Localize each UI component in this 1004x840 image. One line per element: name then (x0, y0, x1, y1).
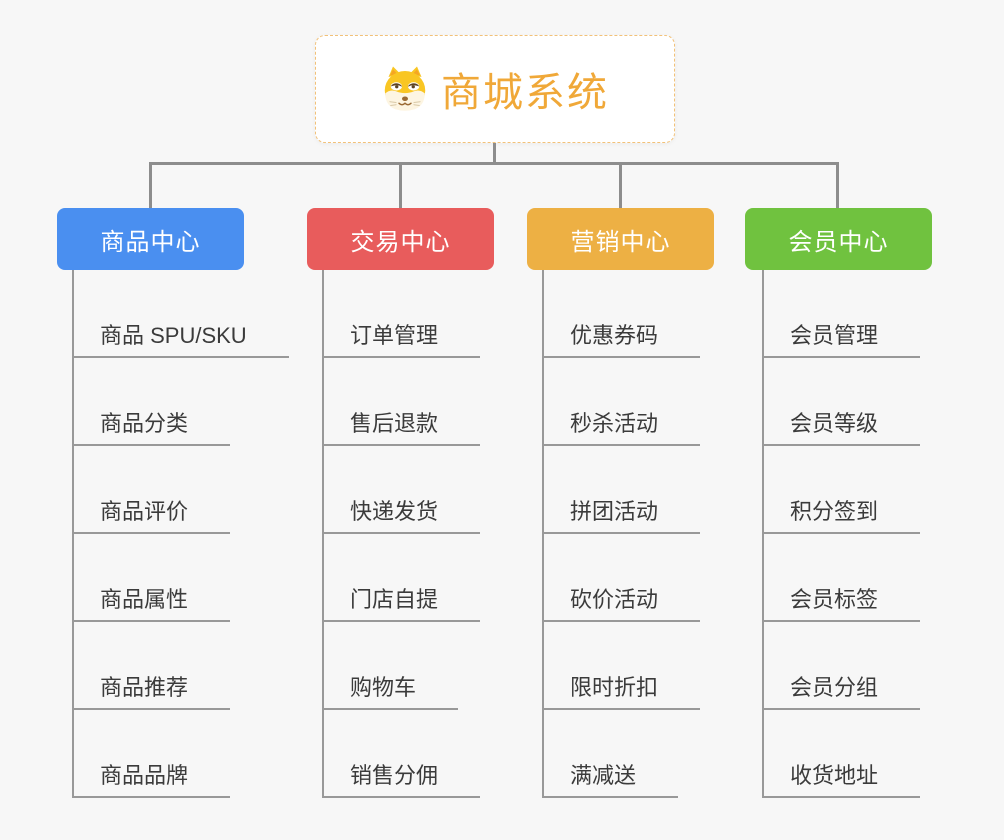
sub-item[interactable]: 秒杀活动 (544, 358, 701, 446)
sub-item[interactable]: 商品评价 (74, 446, 231, 534)
sub-item[interactable]: 快递发货 (324, 446, 481, 534)
sub-item[interactable]: 会员等级 (764, 358, 921, 446)
connector-drop-product (149, 162, 152, 208)
sub-item-label: 购物车 (350, 675, 417, 700)
sub-item-label: 会员管理 (790, 323, 879, 348)
sub-item[interactable]: 购物车 (324, 622, 459, 710)
sub-item[interactable]: 销售分佣 (324, 710, 481, 798)
sub-item-label: 商品分类 (100, 411, 189, 436)
sub-item-label: 商品属性 (100, 587, 189, 612)
connector-drop-marketing (619, 162, 622, 208)
sub-item[interactable]: 积分签到 (764, 446, 921, 534)
branch-node-member[interactable]: 会员中心 (745, 208, 932, 270)
children-column-trade: 订单管理售后退款快递发货门店自提购物车销售分佣 (322, 270, 481, 798)
sub-item-label: 限时折扣 (570, 675, 659, 700)
shiba-dog-icon (384, 66, 426, 111)
sub-item-label: 商品评价 (100, 499, 189, 524)
sub-item-label: 积分签到 (790, 499, 879, 524)
sub-item[interactable]: 会员管理 (764, 270, 921, 358)
sub-item[interactable]: 优惠券码 (544, 270, 701, 358)
root-node[interactable]: 商城系统 (315, 35, 675, 143)
sub-item[interactable]: 砍价活动 (544, 534, 701, 622)
sub-item[interactable]: 拼团活动 (544, 446, 701, 534)
sub-item[interactable]: 商品推荐 (74, 622, 231, 710)
sub-item[interactable]: 满减送 (544, 710, 679, 798)
sub-item-label: 订单管理 (350, 323, 439, 348)
sub-item-label: 会员等级 (790, 411, 879, 436)
sub-item-label: 会员分组 (790, 675, 879, 700)
sub-item-label: 售后退款 (350, 411, 439, 436)
sub-item[interactable]: 商品品牌 (74, 710, 231, 798)
sub-item-label: 会员标签 (790, 587, 879, 612)
sub-item-label: 秒杀活动 (570, 411, 659, 436)
connector-drop-member (836, 162, 839, 208)
sub-item[interactable]: 商品 SPU/SKU (74, 270, 289, 358)
sub-item-label: 商品 SPU/SKU (100, 323, 247, 348)
sub-item-label: 收货地址 (790, 763, 879, 788)
sub-item[interactable]: 商品属性 (74, 534, 231, 622)
sub-item[interactable]: 收货地址 (764, 710, 921, 798)
sub-item-label: 门店自提 (350, 587, 439, 612)
sub-item[interactable]: 门店自提 (324, 534, 481, 622)
sub-item-label: 满减送 (570, 763, 637, 788)
sub-item[interactable]: 订单管理 (324, 270, 481, 358)
sub-item-label: 销售分佣 (350, 763, 439, 788)
sub-item[interactable]: 售后退款 (324, 358, 481, 446)
children-column-member: 会员管理会员等级积分签到会员标签会员分组收货地址 (762, 270, 921, 798)
branch-node-trade[interactable]: 交易中心 (307, 208, 494, 270)
connector-root-stub (493, 143, 496, 165)
sub-item-label: 快递发货 (350, 499, 439, 524)
branch-node-marketing[interactable]: 营销中心 (527, 208, 714, 270)
branch-node-product[interactable]: 商品中心 (57, 208, 244, 270)
children-column-product: 商品 SPU/SKU 商品分类商品评价商品属性商品推荐商品品牌 (72, 270, 289, 798)
sub-item-label: 优惠券码 (570, 323, 659, 348)
sub-item-label: 商品品牌 (100, 763, 189, 788)
sub-item[interactable]: 限时折扣 (544, 622, 701, 710)
sub-item-label: 砍价活动 (570, 587, 659, 612)
sub-item-label: 拼团活动 (570, 499, 659, 524)
sub-item[interactable]: 会员分组 (764, 622, 921, 710)
connector-drop-trade (399, 162, 402, 208)
root-title: 商城系统 (441, 71, 609, 115)
sub-item[interactable]: 会员标签 (764, 534, 921, 622)
sub-item-label: 商品推荐 (100, 675, 189, 700)
children-column-marketing: 优惠券码秒杀活动拼团活动砍价活动限时折扣满减送 (542, 270, 701, 798)
connector-horizontal (149, 162, 839, 165)
sub-item[interactable]: 商品分类 (74, 358, 231, 446)
